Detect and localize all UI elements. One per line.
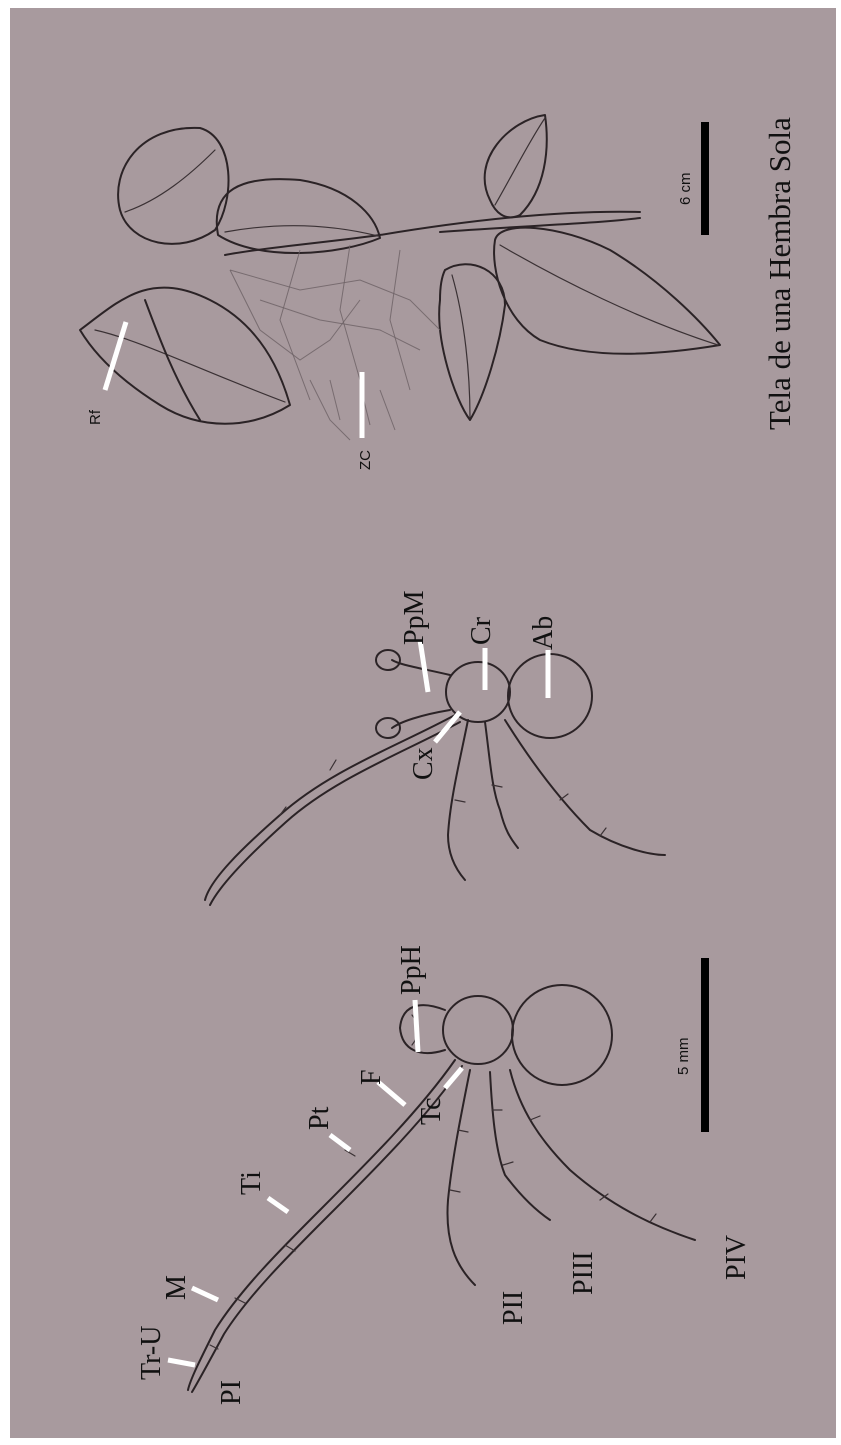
label-zc: ZC [357,450,374,470]
pointer-rf [105,322,126,390]
female-abdomen [512,985,612,1085]
leaf-2 [217,179,380,253]
leaf-rolled [80,288,290,424]
label-piii: PIII [568,1251,599,1295]
label-tr-u: Tr-U [136,1326,167,1380]
label-tc: Tc [416,1097,447,1125]
label-m: M [161,1275,192,1300]
label-pi: PI [216,1380,247,1405]
female-cephalothorax [443,996,513,1064]
pointer-pt [330,1135,350,1150]
label-pph: PpH [396,945,427,995]
scale-bar-spider-label: 5 mm [675,1038,692,1076]
male-cephalothorax [446,662,510,722]
pointer-ppm [420,640,428,692]
label-cx: Cx [408,747,439,780]
label-pii: PII [498,1291,529,1325]
label-ti: Ti [236,1171,267,1195]
leaf-5 [439,264,505,420]
leaf-4 [494,228,720,354]
pointer-tr-u [168,1360,195,1365]
label-ab: Ab [528,616,559,650]
label-cr: Cr [466,616,497,645]
scale-bar-web-label: 6 cm [677,172,694,205]
figure-title: Tela de una Hembra Sola [762,117,797,430]
pointer-cx [435,712,460,742]
label-f: F [356,1069,387,1085]
label-ppm: PpM [399,590,430,645]
pointer-ti [268,1198,288,1212]
pointer-m [192,1288,218,1300]
label-piv: PIV [721,1235,752,1280]
label-rf: Rf [87,409,104,425]
pointer-pph [415,1000,418,1052]
label-pt: Pt [304,1106,335,1130]
web-drawing [80,115,720,440]
